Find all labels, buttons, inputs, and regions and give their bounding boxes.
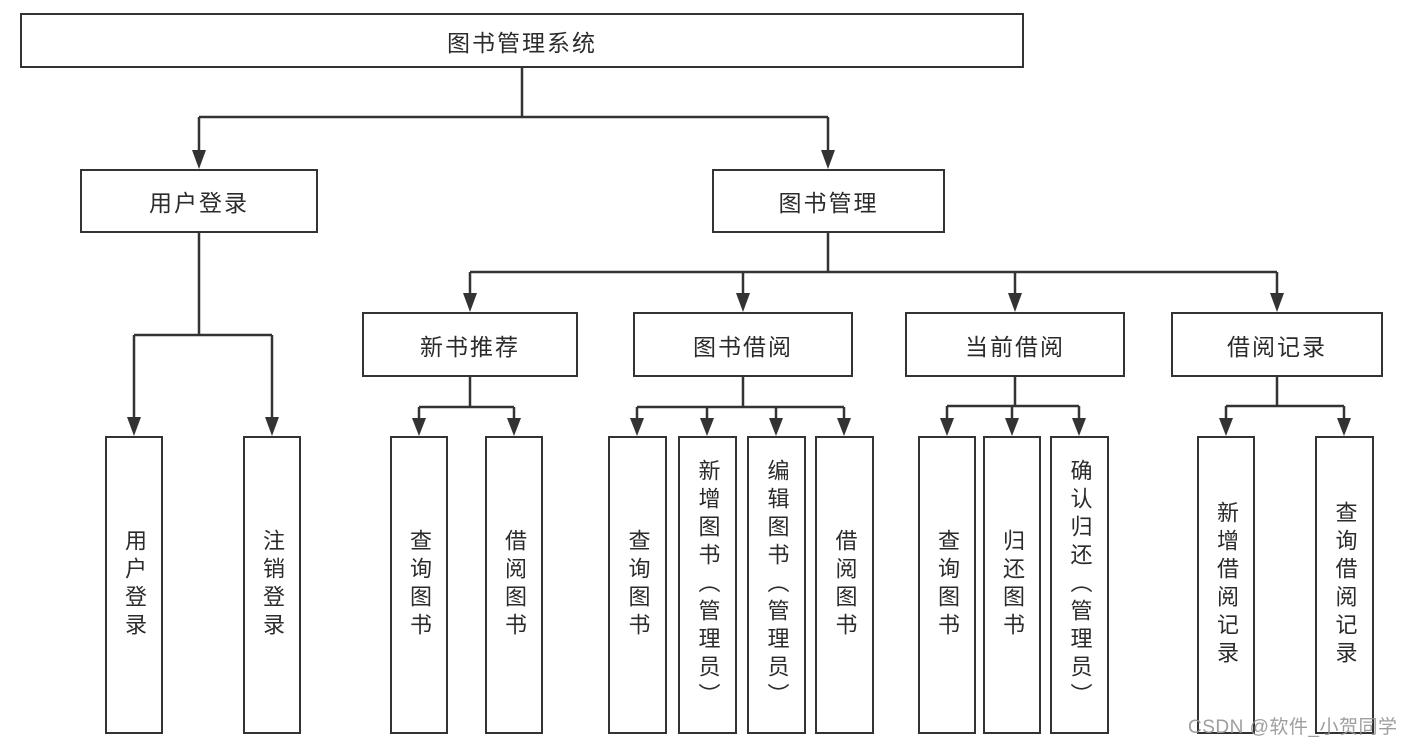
arrowhead	[507, 418, 521, 436]
arrowhead	[192, 150, 206, 169]
connector-borrowing-records	[1224, 377, 1346, 419]
connector-book-management-branch	[468, 233, 1279, 294]
watermark: CSDN @软件_小贺同学	[1188, 717, 1398, 738]
node-add-borrow-record: 新增借阅记录	[1197, 436, 1255, 734]
arrowhead	[940, 418, 954, 436]
node-library-management-system: 图书管理系统	[20, 13, 1024, 68]
connector-user-login-branch	[132, 233, 274, 418]
node-current-borrowing: 当前借阅	[905, 312, 1125, 377]
arrowhead	[1008, 293, 1022, 312]
arrowhead	[736, 293, 750, 312]
node-new-book-recommend: 新书推荐	[362, 312, 578, 377]
arrowhead	[1337, 418, 1351, 436]
node-borrow-books-recommend: 借阅图书	[485, 436, 543, 734]
node-confirm-return-admin: 确认归还（管理员）	[1050, 436, 1109, 734]
arrowhead	[1270, 293, 1284, 312]
arrowhead	[821, 150, 835, 169]
connector-new-book-recommend	[417, 377, 516, 419]
node-borrowing-records: 借阅记录	[1171, 312, 1383, 377]
node-book-management-branch: 图书管理	[712, 169, 945, 233]
arrowhead	[769, 418, 783, 436]
connector-current-borrowing	[945, 377, 1081, 419]
arrowhead	[1219, 418, 1233, 436]
node-edit-book-admin: 编辑图书（管理员）	[747, 436, 806, 734]
arrowhead	[127, 417, 141, 436]
arrowhead	[412, 418, 426, 436]
arrowhead	[1072, 418, 1086, 436]
node-user-login: 用户登录	[105, 436, 163, 734]
node-logout: 注销登录	[243, 436, 301, 734]
node-add-book-admin: 新增图书（管理员）	[678, 436, 737, 734]
node-user-login-branch: 用户登录	[80, 169, 318, 233]
connector-root-to-level2	[197, 68, 830, 151]
node-return-books: 归还图书	[983, 436, 1041, 734]
arrowhead	[700, 418, 714, 436]
arrowhead	[463, 293, 477, 312]
node-query-borrow-record: 查询借阅记录	[1315, 436, 1374, 734]
node-query-books-recommend: 查询图书	[390, 436, 448, 734]
node-query-books-borrowing: 查询图书	[608, 436, 667, 734]
node-borrow-books-borrowing: 借阅图书	[815, 436, 874, 734]
arrowhead	[837, 418, 851, 436]
arrowhead	[265, 417, 279, 436]
connector-book-borrowing	[635, 377, 846, 419]
arrowhead	[630, 418, 644, 436]
node-book-borrowing: 图书借阅	[633, 312, 853, 377]
arrowhead	[1005, 418, 1019, 436]
node-query-books-current: 查询图书	[918, 436, 976, 734]
